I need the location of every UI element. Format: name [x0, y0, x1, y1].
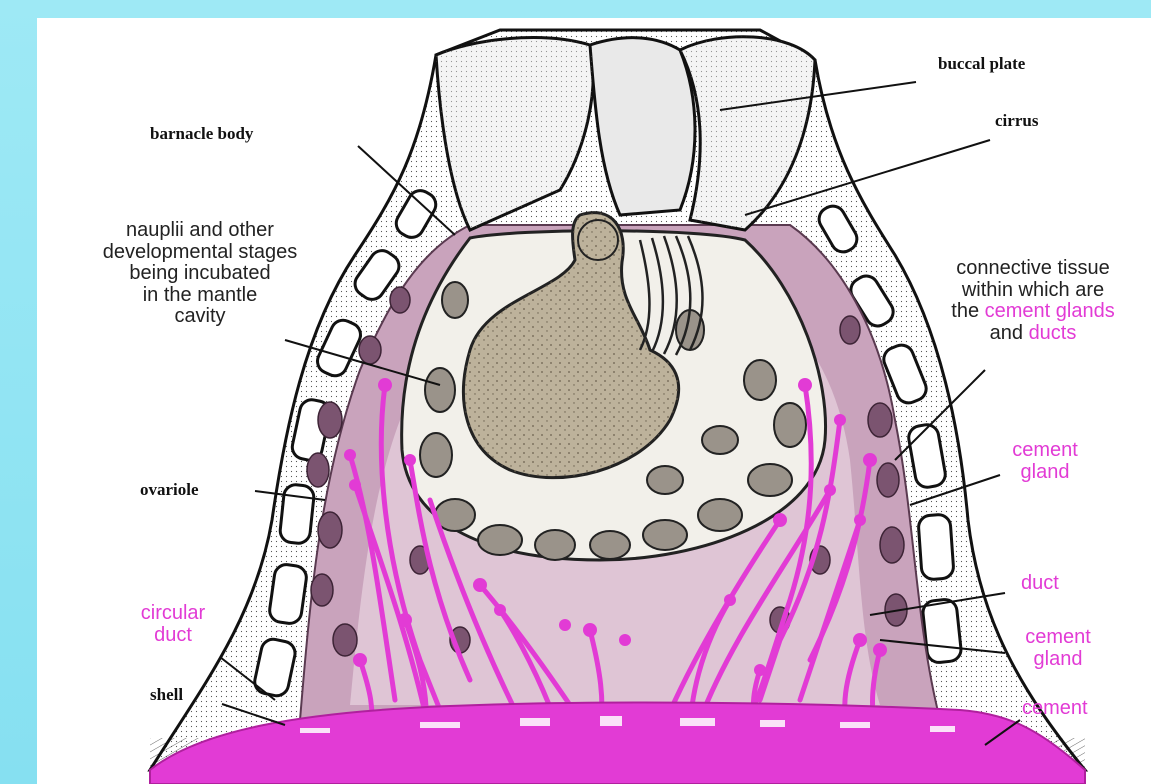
nauplii-line-5: cavity — [85, 306, 315, 328]
label-cement-gland-lower: cement gland — [1008, 627, 1108, 670]
label-cement-gland-upper: cement gland — [1000, 440, 1090, 483]
connective-line-2: within which are — [915, 280, 1151, 302]
cement-gland-lower-line-1: cement — [1008, 627, 1108, 649]
label-cement: cement — [1022, 698, 1088, 720]
label-duct: duct — [1021, 573, 1059, 595]
label-shell: shell — [150, 686, 183, 704]
circular-duct-line-1: circular — [128, 603, 218, 625]
nauplii-line-1: nauplii and other — [85, 220, 315, 242]
label-barnacle-body: barnacle body — [150, 125, 253, 143]
cement-gland-upper-line-1: cement — [1000, 440, 1090, 462]
circular-duct-line-2: duct — [128, 625, 218, 647]
connective-line-4: and ducts — [915, 323, 1151, 345]
nauplii-line-2: developmental stages — [85, 242, 315, 264]
cement-gland-upper-line-2: gland — [1000, 462, 1090, 484]
connective-cement-glands-highlight: cement glands — [985, 300, 1115, 322]
connective-line-3: the cement glands — [915, 301, 1151, 323]
nauplii-line-4: in the mantle — [85, 285, 315, 307]
connective-ducts-highlight: ducts — [1029, 322, 1077, 344]
nauplii-line-3: being incubated — [85, 263, 315, 285]
label-cirrus: cirrus — [995, 112, 1038, 130]
connective-line-1: connective tissue — [915, 258, 1151, 280]
label-ovariole: ovariole — [140, 481, 199, 499]
label-connective-tissue: connective tissue within which are the c… — [915, 258, 1151, 344]
connective-line-3-prefix: the — [951, 300, 984, 322]
label-buccal-plate: buccal plate — [938, 55, 1025, 73]
connective-line-4-prefix: and — [990, 322, 1029, 344]
label-circular-duct: circular duct — [128, 603, 218, 646]
cement-gland-lower-line-2: gland — [1008, 649, 1108, 671]
label-nauplii: nauplii and other developmental stages b… — [85, 220, 315, 328]
